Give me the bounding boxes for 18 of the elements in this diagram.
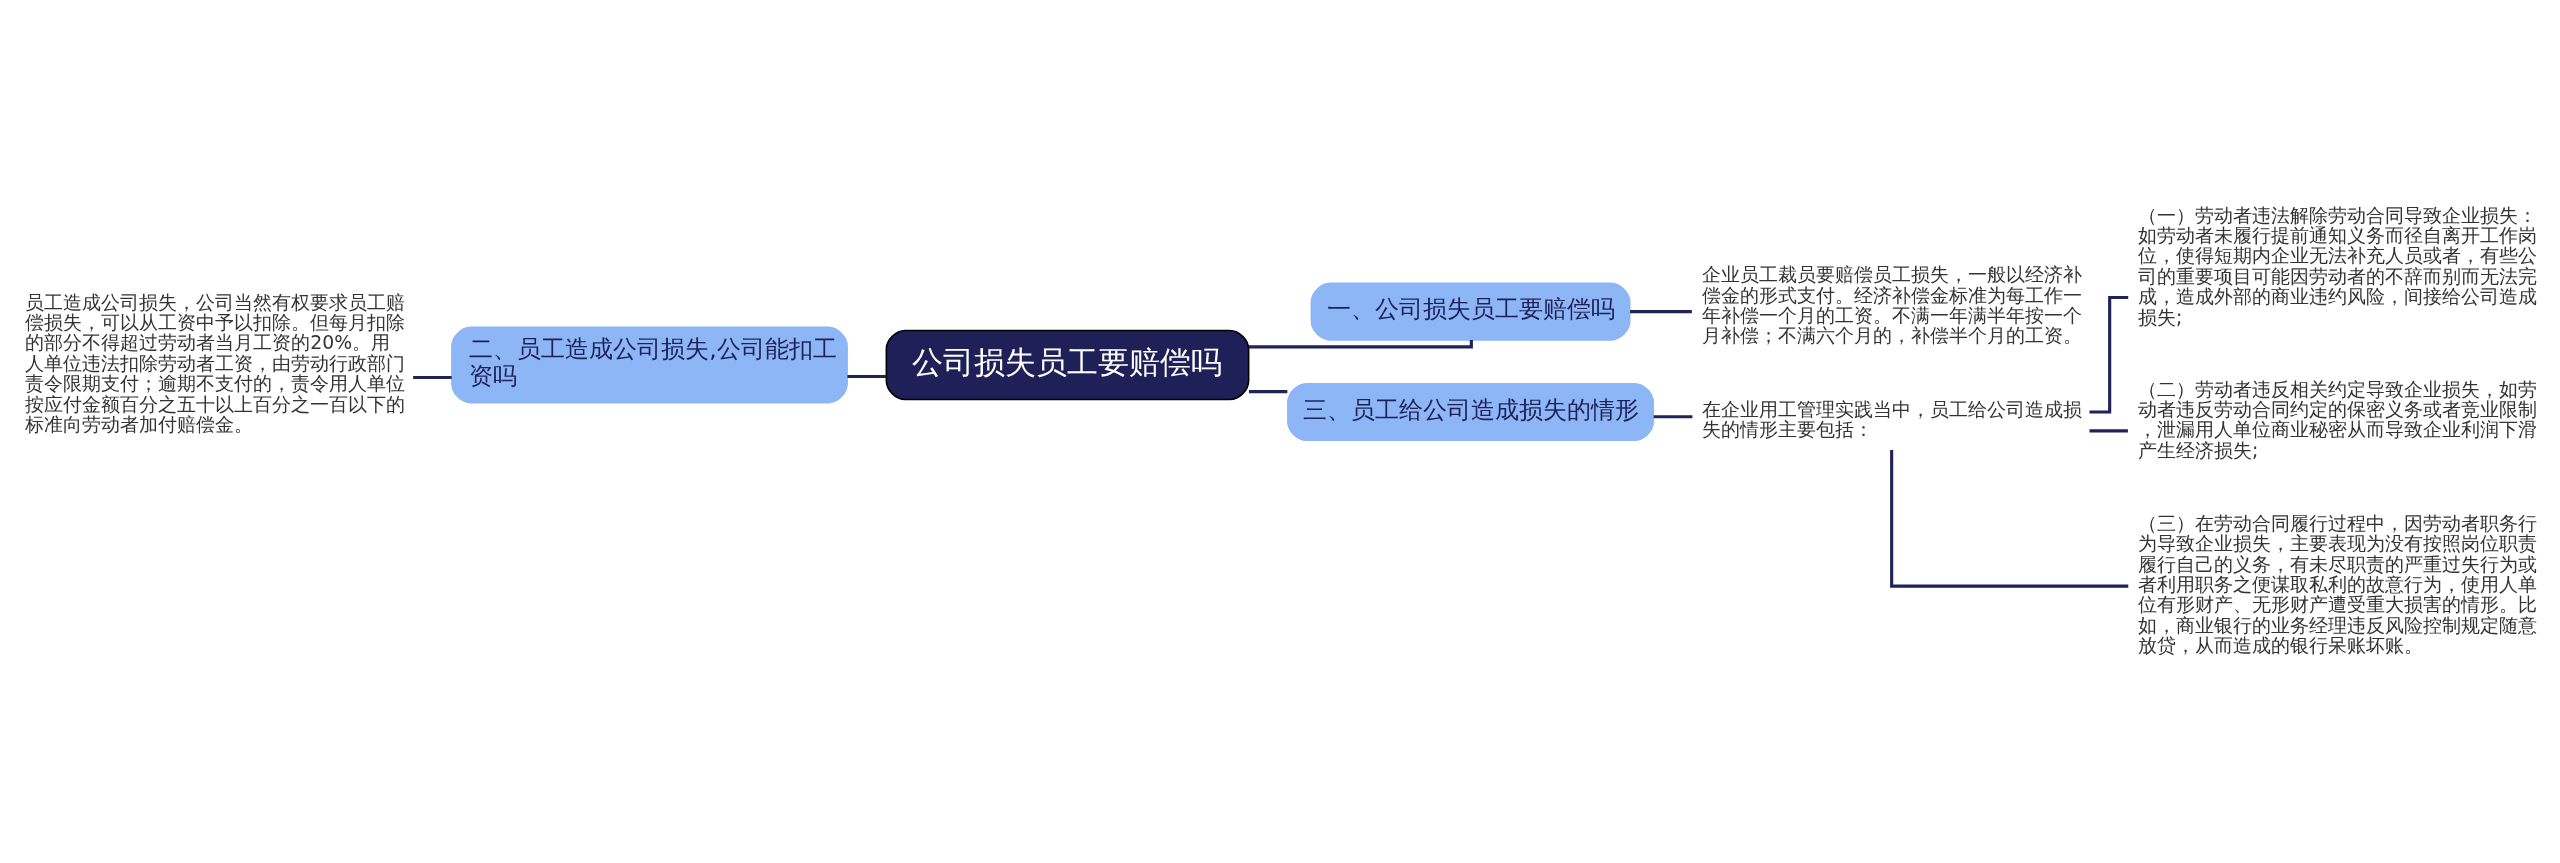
node-box: 三、员工给公司造成损失的情形: [1287, 382, 1655, 441]
connector: [1248, 339, 1473, 348]
connector: [413, 375, 452, 379]
connector: [1630, 309, 1692, 313]
node-text: 企业员工裁员要赔偿员工损失，一般以经济补偿金的形式支付。经济补偿金标准为每工作一年补偿一个月的工资。不满一年满半年按一个月补偿；不满六个月的，补偿半个月的工资。: [1701, 263, 2082, 346]
connector: [2089, 428, 2128, 432]
node-text: 在企业用工管理实践当中，员工给公司造成损失的情形主要包括：: [1701, 398, 2082, 440]
node-text: （二）劳动者违反相关约定导致企业损失，如劳动者违反劳动合同约定的保密义务或者竞业限制，泄漏用人单位商业秘密从而导致企业利润下滑产生经济损失;: [2137, 378, 2537, 461]
node-box: 公司损失员工要赔偿吗: [885, 329, 1250, 400]
connector: [1249, 389, 1288, 393]
node-text: 员工造成公司损失，公司当然有权要求员工赔偿损失，可以从工资中予以扣除。但每月扣除的部分不得超过劳动者当月工资的20%。用人单位违法扣除劳动者工资，由劳动行政部门责令限期支付；逾期不支付的，责令用人单位按应付金额百分之五十以上百分之一百以下的标准向劳动者加付赔偿金。: [25, 291, 406, 435]
node-text: （一）劳动者违法解除劳动合同导致企业损失：如劳动者未履行提前通知义务而径自离开工作岗位，使得短期内企业无法补充人员或者，有些公司的重要项目可能因劳动者的不辞而别而无法完成，造成外部的商业违约风险，间接给公司造成损失;: [2137, 204, 2537, 328]
connector: [847, 374, 886, 378]
node-text: （三）在劳动合同履行过程中，因劳动者职务行为导致企业损失，主要表现为没有按照岗位职责履行自己的义务，有未尽职责的严重过失行为或者利用职务之便谋取私利的故意行为，使用人单位有形财产、无形财产遭受重大损害的情形。比如，商业银行的业务经理违反风险控制规定随意放贷，从而造成的银行呆账坏账。: [2137, 512, 2537, 656]
node-box: 一、公司损失员工要赔偿吗: [1310, 282, 1631, 341]
connector: [1890, 449, 2129, 588]
connector: [1653, 414, 1693, 418]
node-box: 二、员工造成公司损失,公司能扣工资吗: [451, 326, 848, 403]
